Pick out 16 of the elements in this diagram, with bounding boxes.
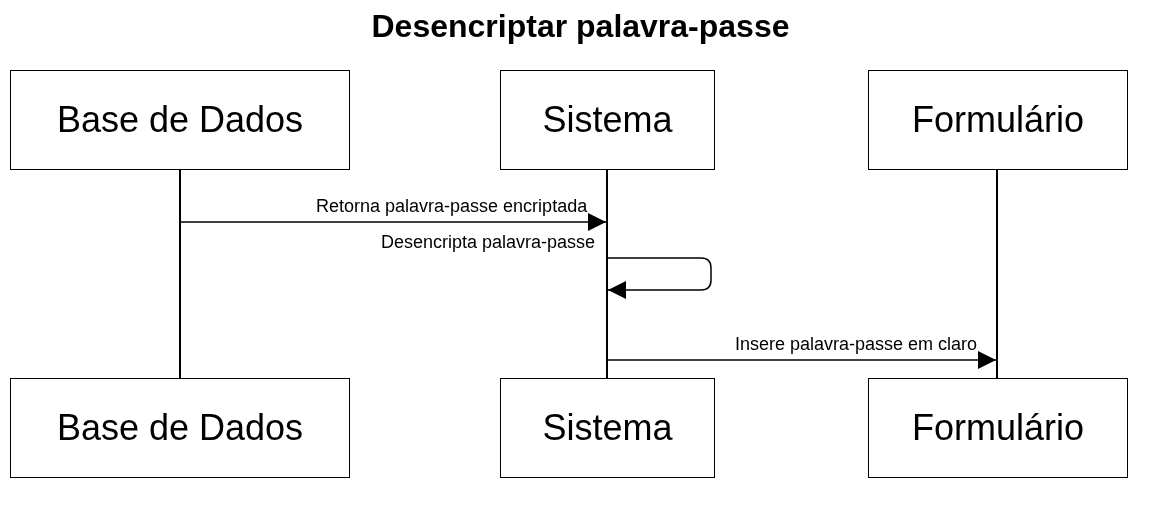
- participant-box: Formulário: [868, 70, 1128, 170]
- lifeline: [996, 170, 998, 378]
- lifeline: [606, 170, 608, 378]
- message-label: Retorna palavra-passe encriptada: [316, 196, 588, 216]
- participant-box: Sistema: [500, 378, 715, 478]
- message-arrow: [180, 213, 607, 231]
- participant-box: Formulário: [868, 378, 1128, 478]
- message-arrow: [607, 351, 997, 369]
- self-message-arrow: [607, 257, 712, 299]
- participant-box: Base de Dados: [10, 70, 350, 170]
- participant-box: Base de Dados: [10, 378, 350, 478]
- message-label: Insere palavra-passe em claro: [735, 334, 978, 354]
- diagram-title: Desencriptar palavra-passe: [370, 8, 791, 45]
- lifeline: [179, 170, 181, 378]
- participant-box: Sistema: [500, 70, 715, 170]
- message-label: Desencripta palavra-passe: [381, 232, 596, 252]
